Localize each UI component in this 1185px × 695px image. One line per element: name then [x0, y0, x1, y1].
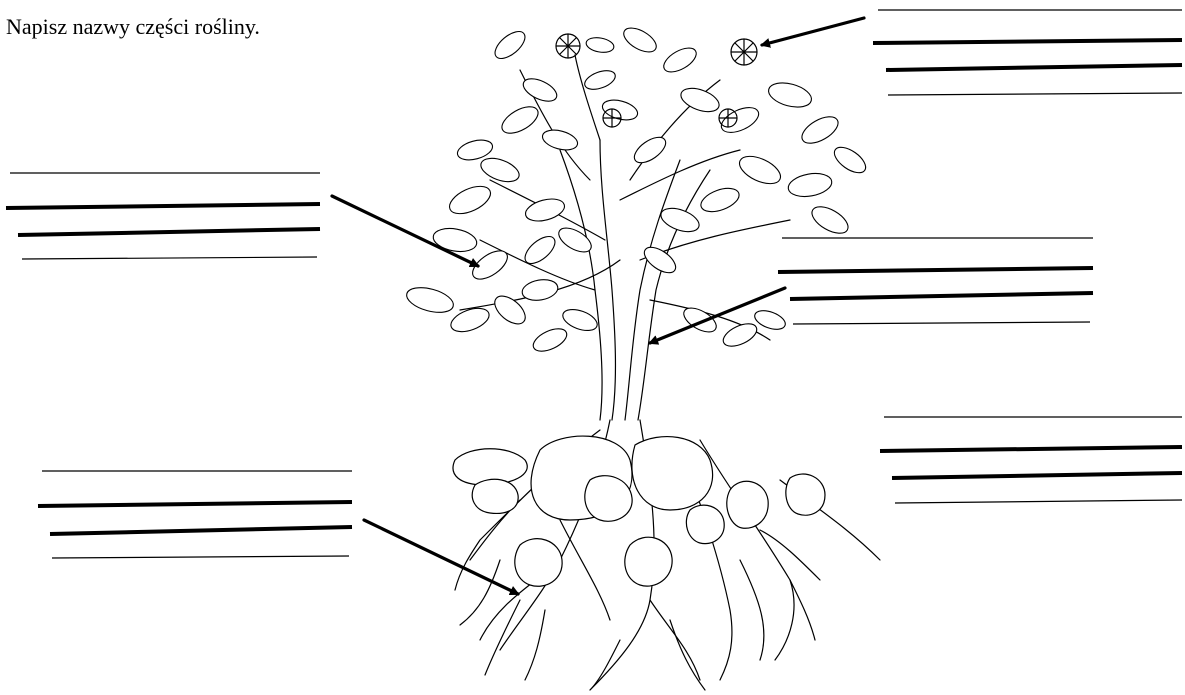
label-lines-flower[interactable]: [873, 10, 1182, 95]
potato-plant-illustration: [404, 23, 880, 690]
arrow-icon-root: [364, 520, 518, 594]
label-lines-stem[interactable]: [778, 238, 1093, 324]
label-lines-leaf[interactable]: [6, 173, 320, 259]
label-lines-root[interactable]: [38, 471, 352, 558]
leaves-drawing: [404, 23, 870, 356]
arrow-icon-flower: [762, 18, 864, 45]
tubers-drawing: [453, 436, 825, 586]
label-lines-tuber[interactable]: [880, 417, 1182, 503]
